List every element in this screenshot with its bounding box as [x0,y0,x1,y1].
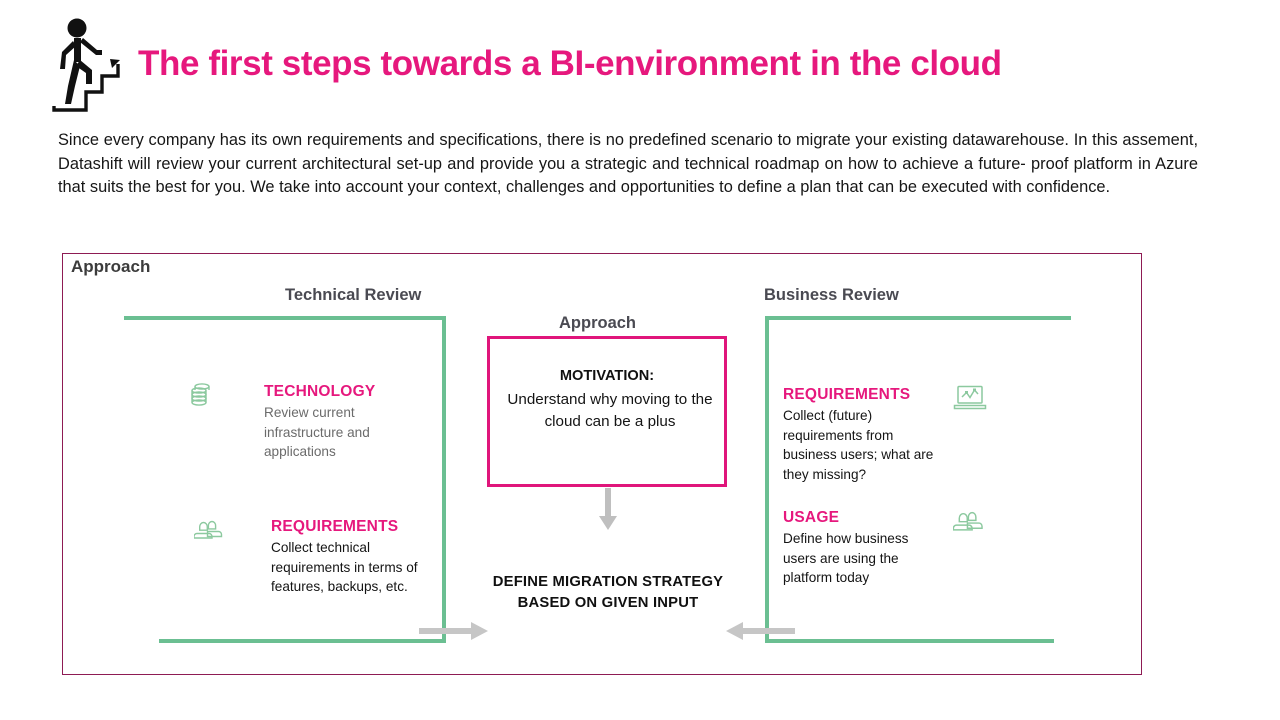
database-stack-icon [191,383,210,406]
right-pointing-arrow-icon [419,622,488,640]
right-bracket-bottom-line [765,639,1054,643]
left-bracket-right-line [442,316,446,643]
motivation-box: MOTIVATION: Understand why moving to the… [487,336,727,487]
technical-requirements-item-title: REQUIREMENTS [271,518,399,535]
migration-strategy-outcome: DEFINE MIGRATION STRATEGY BASED ON GIVEN… [492,574,724,611]
business-review-heading: Business Review [764,286,899,304]
usage-item: USAGE Define how business users are usin… [783,509,943,588]
motivation-title: MOTIVATION: [559,368,655,384]
left-pointing-arrow-icon [726,622,795,640]
person-climbing-stairs-icon [52,18,120,112]
business-requirements-item: REQUIREMENTS Collect (future) requiremen… [783,386,943,484]
page-header: The first steps towards a BI-environment… [0,0,1280,122]
page-title: The first steps towards a BI-environment… [138,44,1002,83]
down-arrow-icon [599,488,617,530]
right-bracket-top-line [765,316,1071,320]
left-bracket-bottom-line [159,639,446,643]
technical-requirements-item-description: Collect technical requirements in terms … [271,540,418,594]
two-people-icon [953,511,983,531]
center-approach-label: Approach [559,314,637,332]
technology-item-title: TECHNOLOGY [264,383,376,400]
technical-requirements-item: REQUIREMENTS Collect technical requireme… [271,518,436,597]
technology-item-description: Review current infrastructure and applic… [264,405,370,459]
usage-item-title: USAGE [783,509,840,526]
business-requirements-item-description: Collect (future) requirements from busin… [783,408,934,482]
right-bracket-left-line [765,316,769,643]
two-people-icon [194,520,223,539]
business-requirements-item-title: REQUIREMENTS [783,386,911,403]
technical-review-heading: Technical Review [285,286,422,304]
approach-frame-label: Approach [71,257,151,276]
laptop-chart-icon [953,385,987,410]
motivation-text: Understand why moving to the cloud can b… [507,391,713,430]
usage-item-description: Define how business users are using the … [783,531,909,585]
left-bracket-top-line [124,316,446,320]
technology-item: TECHNOLOGY Review current infrastructure… [264,383,424,462]
intro-paragraph: Since every company has its own requirem… [58,131,1198,196]
approach-frame [62,253,1142,675]
